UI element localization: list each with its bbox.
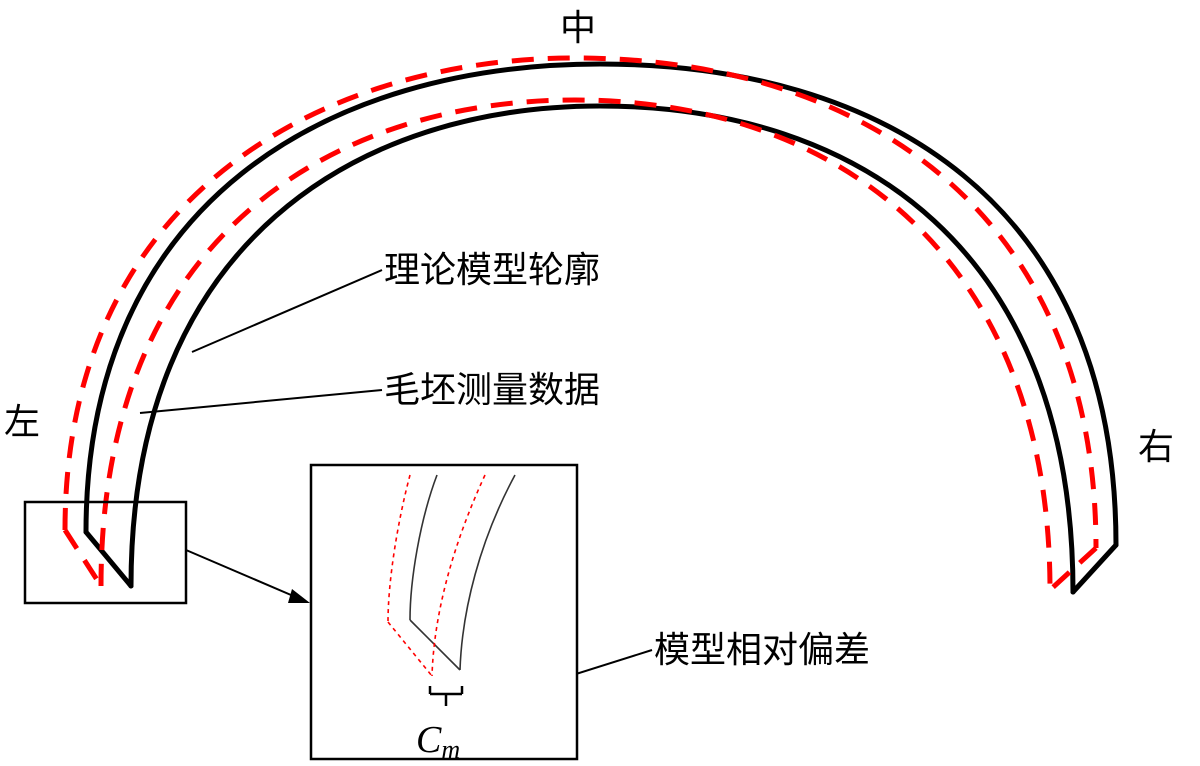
zoom-inset: Cm bbox=[309, 463, 579, 764]
zoom-arrow bbox=[185, 549, 310, 603]
measured-contour bbox=[62, 55, 1099, 592]
measured-left-end bbox=[62, 528, 104, 588]
label-relative-deviation: 模型相对偏差 bbox=[654, 630, 870, 671]
label-right: 右 bbox=[1138, 427, 1174, 468]
inset-theory-outer bbox=[409, 474, 438, 621]
leader-theory bbox=[191, 269, 383, 353]
measured-right-end bbox=[1048, 546, 1098, 592]
label-theory-contour: 理论模型轮廓 bbox=[384, 250, 600, 291]
label-blank-data: 毛坯测量数据 bbox=[384, 370, 600, 411]
cm-bracket bbox=[428, 686, 464, 706]
label-left: 左 bbox=[4, 402, 40, 443]
zoom-inset-frame bbox=[309, 463, 579, 761]
inset-measured-outer bbox=[387, 474, 411, 623]
cm-symbol: Cm bbox=[416, 719, 460, 764]
measured-outer-arc bbox=[62, 55, 1099, 549]
theory-right-end bbox=[1070, 542, 1119, 595]
theory-inner-arc bbox=[128, 103, 1076, 595]
measured-inner-arc bbox=[98, 97, 1053, 591]
label-center: 中 bbox=[560, 8, 596, 49]
inset-measured-end bbox=[387, 621, 433, 677]
leader-measured bbox=[139, 389, 383, 414]
zoom-source-box bbox=[23, 500, 188, 605]
theory-outer-arc bbox=[83, 61, 1119, 548]
theory-left-end bbox=[83, 529, 134, 589]
inset-theory-inner bbox=[459, 474, 516, 671]
theory-contour bbox=[83, 61, 1119, 595]
inset-measured-inner bbox=[431, 474, 486, 677]
